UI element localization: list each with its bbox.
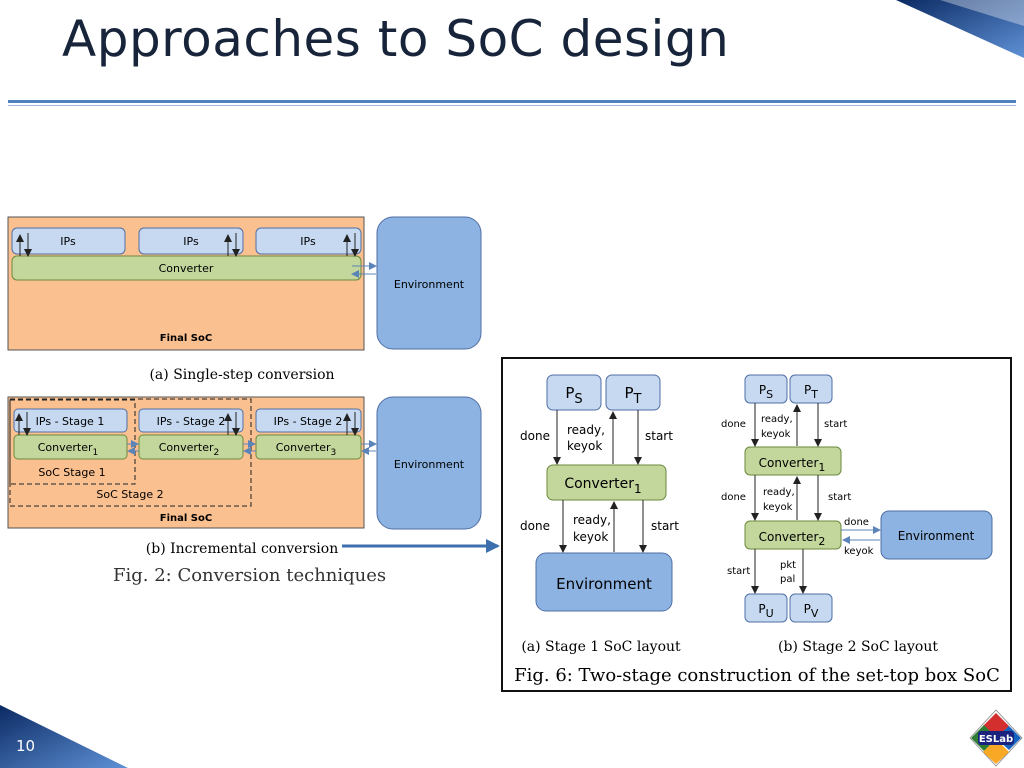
fig2b-converter-3: Converter3: [276, 441, 337, 458]
fig6a-done-2: done: [520, 519, 550, 533]
fig6b-keyok-1: keyok: [761, 429, 791, 440]
corner-decoration-bottom-left: [0, 705, 128, 768]
fig6a-pt: PT: [625, 384, 642, 407]
title-divider-thin: [8, 105, 1016, 106]
fig6b-ready-2: ready,: [763, 487, 795, 498]
fig6b-pkt: pkt: [780, 560, 796, 571]
fig6b-environment: Environment: [898, 529, 975, 543]
fig2a-caption: (a) Single-step conversion: [149, 367, 334, 383]
fig2b-stage2-label: SoC Stage 2: [96, 488, 163, 501]
fig2a-environment: Environment: [394, 278, 465, 291]
fig6a-keyok-1: keyok: [567, 439, 602, 453]
fig2a-ip-2: IPs: [183, 235, 199, 248]
eslab-logo: ESLab: [969, 709, 1023, 767]
fig6b-keyok-env: keyok: [844, 546, 874, 557]
fig6a-ready-1: ready,: [567, 423, 605, 437]
eslab-logo-text: ESLab: [979, 734, 1013, 745]
fig2a-converter: Converter: [159, 262, 214, 275]
fig6-caption: Fig. 6: Two-stage construction of the se…: [514, 665, 1000, 686]
fig6b-keyok-2: keyok: [763, 502, 793, 513]
fig6a-start-1: start: [645, 429, 673, 443]
fig2b-ip-3: IPs - Stage 2: [274, 415, 343, 428]
fig2b-converter-1: Converter1: [38, 441, 99, 458]
fig2b-ip-2: IPs - Stage 2: [157, 415, 226, 428]
fig6b-done-1: done: [721, 419, 746, 430]
fig6a-diagram: PS PT Converter1 Environment done ready,…: [520, 374, 679, 612]
fig2b-caption: (b) Incremental conversion: [146, 541, 338, 557]
fig2-caption: Fig. 2: Conversion techniques: [113, 565, 387, 586]
fig6b-done-2: done: [721, 492, 746, 503]
fig2b-environment: Environment: [394, 458, 465, 471]
fig6b-pv: PV: [804, 602, 819, 620]
fig6b-done-env: done: [844, 517, 869, 528]
page-title: Approaches to SoC design: [62, 10, 730, 68]
fig6b-pal: pal: [780, 574, 795, 585]
fig6a-caption: (a) Stage 1 SoC layout: [521, 639, 681, 655]
fig6b-ready-1: ready,: [761, 414, 793, 425]
fig6b-converter-2: Converter2: [759, 530, 826, 548]
fig6b-ps: PS: [759, 383, 773, 401]
corner-decoration-top-right: [896, 0, 1024, 58]
fig6b-caption: (b) Stage 2 SoC layout: [778, 639, 938, 655]
fig2b-stage1-label: SoC Stage 1: [38, 466, 105, 479]
fig2a-soc-label: Final SoC: [160, 333, 212, 344]
fig2b-converter-2: Converter2: [159, 441, 220, 458]
fig6b-start-2: start: [828, 492, 851, 503]
fig6b-pt: PT: [804, 383, 818, 401]
fig6a-start-2: start: [651, 519, 679, 533]
fig6b-pu: PU: [758, 602, 773, 620]
slide-number: 10: [16, 737, 36, 755]
fig6b-start-1: start: [824, 419, 847, 430]
fig6b-diagram: PS PT Converter1 Converter2 Environment …: [721, 374, 993, 623]
title-divider: [8, 100, 1016, 103]
fig6b-converter-1: Converter1: [759, 456, 826, 474]
fig2b-soc-label: Final SoC: [160, 513, 212, 524]
fig6a-done-1: done: [520, 429, 550, 443]
fig2a-ip-1: IPs: [60, 235, 76, 248]
fig6a-ps: PS: [565, 384, 582, 407]
fig6a-keyok-2: keyok: [573, 530, 608, 544]
fig6a-environment: Environment: [556, 575, 652, 593]
fig6b-start-3: start: [727, 566, 750, 577]
fig2b-ip-1: IPs - Stage 1: [36, 415, 105, 428]
fig2a-ip-3: IPs: [300, 235, 316, 248]
fig2a-diagram: IPs IPs IPs Converter Final SoC Environm…: [7, 216, 482, 351]
fig6a-converter: Converter1: [564, 476, 641, 496]
fig2b-diagram: IPs - Stage 1 IPs - Stage 2 IPs - Stage …: [7, 396, 482, 530]
fig6a-ready-2: ready,: [573, 513, 611, 527]
